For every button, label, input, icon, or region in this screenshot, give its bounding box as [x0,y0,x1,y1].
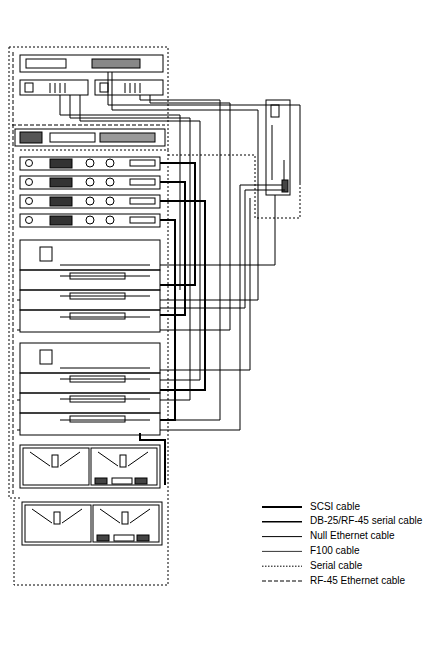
legend-text: DB-25/RF-45 serial cable [310,515,422,527]
switch-unit [20,55,163,72]
server-group [20,240,160,332]
legend-sample [262,536,302,537]
one-u-unit [15,129,165,146]
legend-sample [262,566,302,567]
serial-outline [168,155,300,218]
legend-sample [262,581,302,582]
terminal-concentrator [266,100,290,195]
server-group [20,343,160,435]
storage-units [20,157,160,227]
switch-panel [26,59,66,68]
power-socket [100,83,108,92]
serial-outline [9,47,168,150]
legend-text: F100 cable [310,545,359,557]
legend-sample [262,551,302,552]
legend-samples [262,507,302,581]
scsi-wires [140,163,205,485]
legend-text: Null Ethernet cable [310,530,395,542]
legend-sample [262,521,302,522]
one-u-slot [100,133,155,142]
power-ports [50,83,140,93]
legend-sample [262,506,302,508]
legend-text: Serial cable [310,560,362,572]
legend-text: RF-45 Ethernet cable [310,575,405,587]
cable-wires [17,72,300,430]
power-unit [20,80,88,95]
legend-text: SCSI cable [310,501,360,513]
one-u-panel [20,132,42,143]
switch-ports [92,59,140,68]
ethernet-outline [12,125,165,126]
power-unit [95,80,163,95]
disk-array [22,502,162,545]
serial-outline [14,150,168,585]
power-socket [25,83,33,92]
one-u-slot [50,133,95,142]
ethernet-outline [13,52,14,495]
disk-array [20,445,160,488]
